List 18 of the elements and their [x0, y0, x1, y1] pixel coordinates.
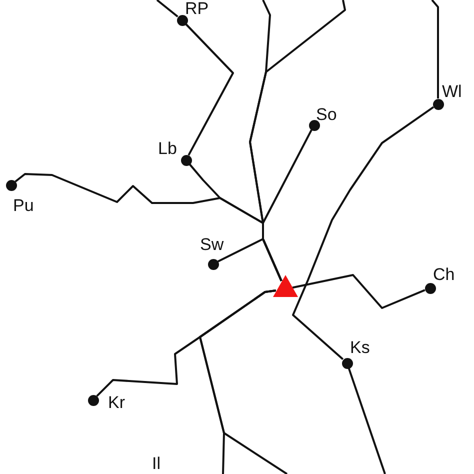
network-line: [431, 0, 439, 98]
site-label: Il: [152, 455, 160, 472]
site-label: So: [316, 106, 337, 123]
site-label: Ks: [350, 339, 370, 356]
site-label: RP: [185, 0, 209, 17]
triangle-marker: [272, 274, 298, 296]
network-line: [156, 0, 178, 18]
network-line: [217, 238, 282, 282]
site-label: Sw: [200, 236, 224, 253]
site-label: Kr: [108, 394, 125, 411]
network-line: [185, 23, 234, 156]
site-label: Pu: [13, 197, 34, 214]
site-label: Wl: [442, 83, 462, 100]
network-line: [292, 106, 434, 360]
network-line: [348, 368, 386, 474]
network-line: [292, 274, 426, 309]
site-label: Ch: [433, 266, 455, 283]
site-label: Lb: [158, 140, 177, 157]
